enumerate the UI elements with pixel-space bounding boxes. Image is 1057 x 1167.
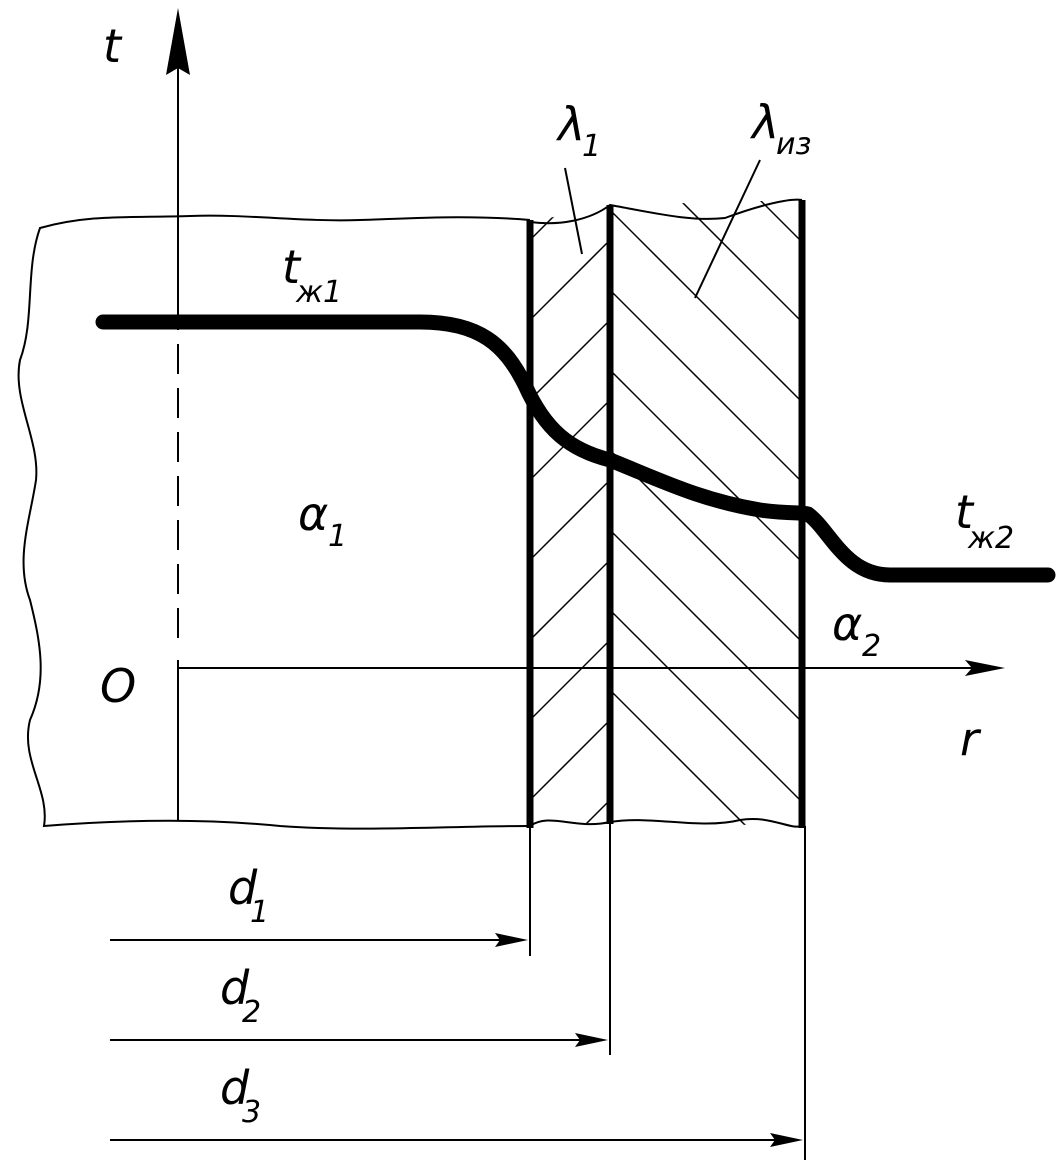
lambda-iz-leader [694, 159, 761, 299]
layer-top-edge [529, 198, 803, 225]
temperature-profile-curve [95, 314, 1056, 583]
d2-arrowhead [575, 1033, 608, 1047]
d1-arrowhead [495, 933, 528, 947]
insulation-conductivity-label: λ [749, 95, 779, 149]
heat-transfer-outer-label: α [832, 597, 862, 651]
d2-subscript: 2 [242, 995, 261, 1030]
t-axis-arrowhead [166, 8, 190, 75]
heat-transfer-inner-subscript: 1 [328, 519, 347, 554]
d1-subscript: 1 [250, 895, 269, 930]
origin-label: O [100, 659, 136, 713]
r-axis-arrowhead [965, 660, 1005, 676]
wall-hatching [530, 205, 610, 826]
fluid-region-boundary [17, 214, 531, 830]
t-axis-label: t [103, 19, 123, 73]
fluid-temp-inner-subscript: ж1 [295, 275, 342, 310]
lambda1-leader [564, 167, 583, 255]
d3-subscript: 3 [242, 1095, 261, 1130]
heat-transfer-outer-subscript: 2 [862, 629, 881, 664]
wall-conductivity-label: λ [555, 97, 585, 151]
d3-label: d [220, 1061, 250, 1115]
layer-bottom-edge [529, 818, 803, 828]
d1-label: d [228, 861, 258, 915]
insulation-conductivity-subscript: из [776, 127, 811, 162]
d2-label: d [220, 961, 250, 1015]
fluid-temp-outer-subscript: ж2 [967, 521, 1014, 556]
fluid-temp-outer-label: t [955, 485, 975, 539]
heat-transfer-inner-label: α [298, 487, 328, 541]
r-axis-label: r [960, 712, 982, 766]
fluid-temp-inner-label: t [282, 240, 302, 294]
wall-conductivity-subscript: 1 [582, 129, 601, 164]
d3-arrowhead [770, 1133, 803, 1147]
